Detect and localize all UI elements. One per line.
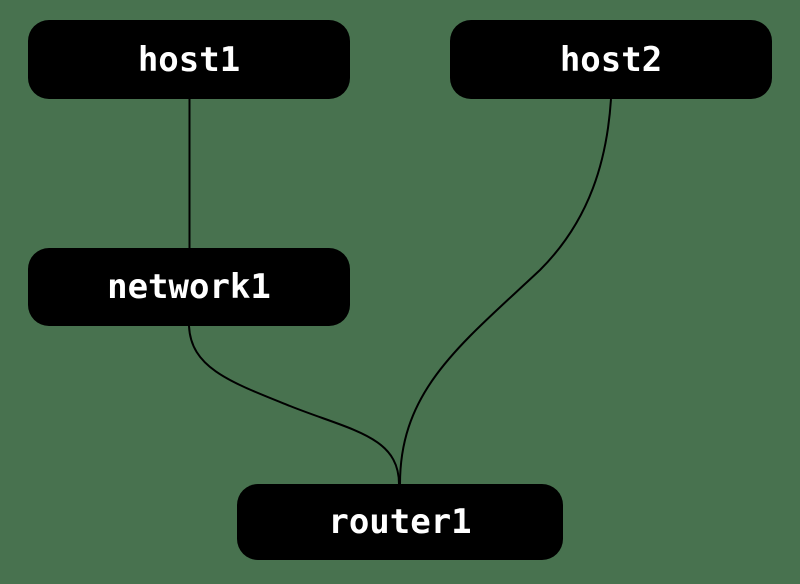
- node-label-router1: router1: [328, 502, 472, 542]
- edge-network1-router1: [188, 325, 400, 485]
- node-host2: host2: [450, 20, 772, 99]
- node-network1: network1: [28, 248, 350, 326]
- node-host1: host1: [28, 20, 350, 99]
- node-router1: router1: [237, 484, 563, 560]
- node-label-host1: host1: [137, 39, 241, 80]
- edge-host2-router1: [399, 98, 612, 485]
- node-label-host2: host2: [559, 39, 663, 80]
- node-label-network1: network1: [107, 267, 271, 307]
